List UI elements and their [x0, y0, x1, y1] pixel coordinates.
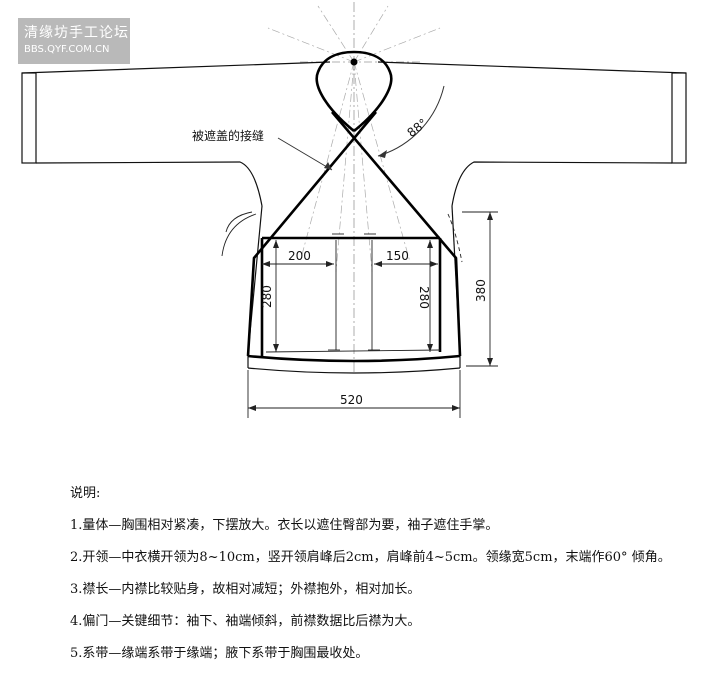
- seam-label: 被遮盖的接缝: [192, 128, 264, 143]
- dimension-280-left-label: 280: [260, 285, 274, 308]
- garment-pattern-drawing: 被遮盖的接缝 88° 200 150 280 280 380 520: [21, 2, 687, 418]
- dimension-arrowheads: [248, 212, 493, 411]
- seam-leader-line: [277, 137, 333, 171]
- dimension-280-right-label: 280: [417, 286, 431, 309]
- garment-outline: [21, 61, 687, 374]
- seam-leader-arrow: [324, 162, 332, 170]
- forum-watermark: 清缘坊手工论坛 BBS.QYF.COM.CN: [18, 18, 130, 64]
- note-item: 2.开领—中衣横开领为8~10cm，竖开领肩峰后2cm，肩峰前4~5cm。领缘宽…: [70, 550, 671, 565]
- watermark-title: 清缘坊手工论坛: [24, 25, 129, 41]
- dimension-200-label: 200: [288, 249, 311, 263]
- angle-arc: [377, 85, 445, 157]
- explanation-notes: 说明: 1.量体—胸围相对紧凑，下摆放大。衣长以遮住臀部为要，袖子遮住手掌。 2…: [64, 482, 704, 674]
- construction-lines: [221, 211, 463, 353]
- collar-and-lapels: [246, 50, 462, 363]
- collar-fan-lines: [267, 5, 441, 273]
- note-item: 4.偏门—关键细节：袖下、袖端倾斜，前襟数据比后襟为大。: [70, 614, 421, 629]
- note-item: 3.襟长—内襟比较贴身，故相对减短；外襟抱外，相对加长。: [70, 582, 421, 597]
- angle-arrowhead: [378, 150, 387, 158]
- watermark-url: BBS.QYF.COM.CN: [24, 44, 110, 55]
- dimension-520-label: 520: [340, 393, 363, 407]
- notes-heading: 说明:: [70, 486, 101, 501]
- note-item: 1.量体—胸围相对紧凑，下摆放大。衣长以遮住臀部为要，袖子遮住手掌。: [70, 518, 499, 533]
- dimension-380-label: 380: [474, 279, 488, 302]
- dimension-150-label: 150: [386, 249, 409, 263]
- note-item: 5.系带—缘端系带于缘端；腋下系带于胸围最收处。: [70, 646, 369, 661]
- angle-label: 88°: [405, 116, 430, 140]
- dimension-lines: [247, 211, 498, 418]
- shoulder-point: [350, 58, 358, 66]
